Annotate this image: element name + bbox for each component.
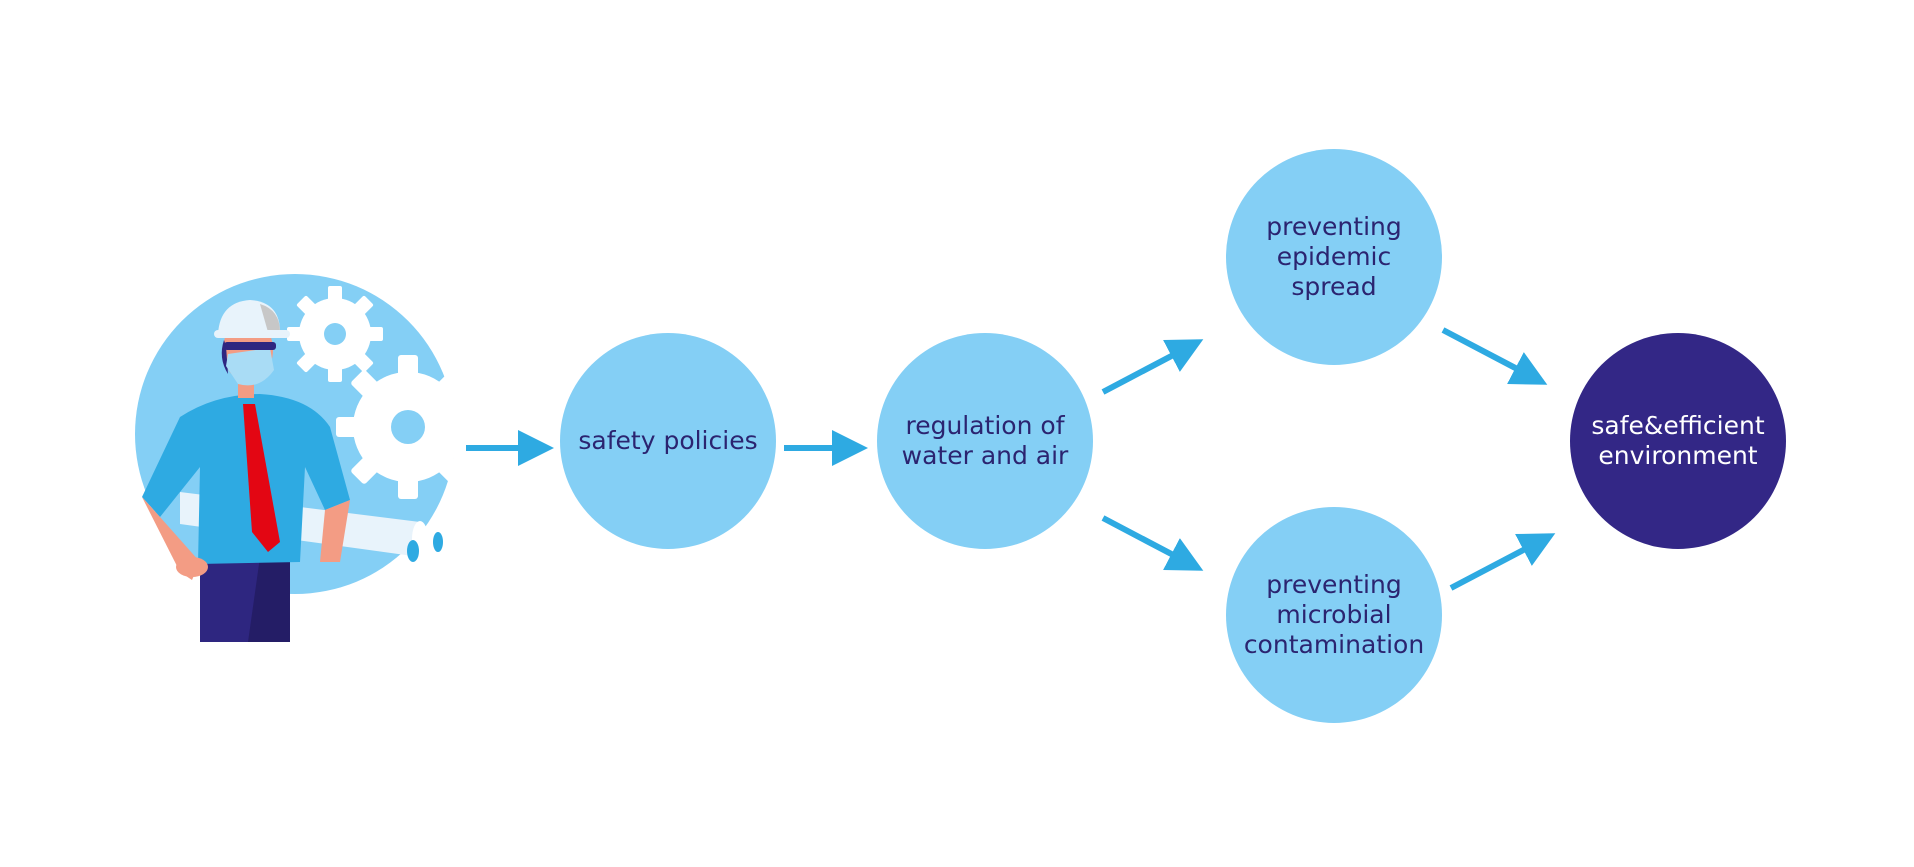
node-preventing-microbial-contamination: preventing microbial contamination	[1226, 507, 1442, 723]
node-safety-policies: safety policies	[560, 333, 776, 549]
engineer-illustration	[135, 274, 460, 642]
node-regulation-label: regulation of water and air	[901, 411, 1069, 470]
hard-hat-icon	[214, 300, 290, 338]
node-safe-efficient-environment: safe&efficient environment	[1570, 333, 1786, 549]
shirt	[142, 394, 350, 564]
gear-icon	[336, 355, 460, 499]
gear-icon	[287, 286, 383, 382]
node-environment-label: safe&efficient environment	[1591, 411, 1765, 470]
arrow-epidemic-to-environment	[1441, 327, 1548, 385]
arrow-regulation-to-epidemic	[1101, 339, 1204, 395]
arrow-microbial-to-environment	[1449, 533, 1556, 591]
right-arm	[320, 500, 350, 562]
arrow-regulation-to-microbial	[1101, 515, 1204, 571]
node-epidemic-label: preventing epidemic spread	[1266, 212, 1402, 301]
node-regulation-of-water-and-air: regulation of water and air	[877, 333, 1093, 549]
node-microbial-label: preventing microbial contamination	[1243, 570, 1425, 659]
tie	[243, 404, 280, 552]
face-mask	[226, 348, 274, 386]
node-preventing-epidemic-spread: preventing epidemic spread	[1226, 149, 1442, 365]
node-safety-policies-label: safety policies	[578, 426, 758, 455]
